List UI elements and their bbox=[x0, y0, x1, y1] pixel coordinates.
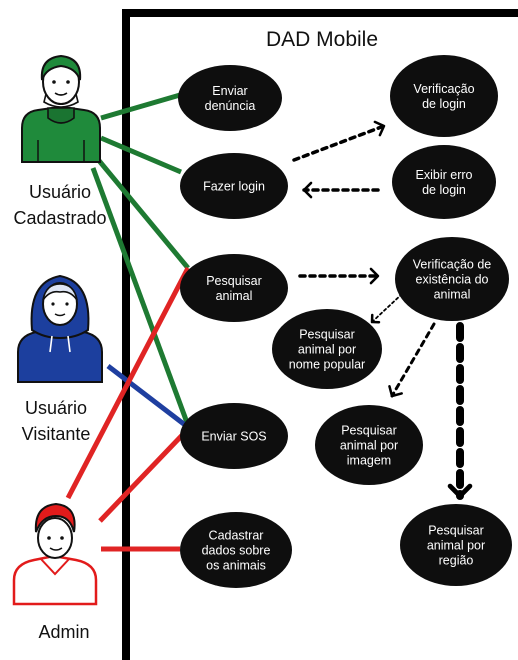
association-admin-enviar_sos bbox=[98, 426, 191, 523]
actor-label-cadastrado-line1: Usuário bbox=[29, 182, 91, 202]
system-title: DAD Mobile bbox=[266, 28, 378, 51]
use-case-enviar-sos: Enviar SOS bbox=[180, 403, 288, 469]
relation-verificacao_existencia-to-pesquisar_regiao bbox=[447, 322, 473, 500]
use-case-label: Fazer login bbox=[203, 180, 265, 194]
use-case-label: denúncia bbox=[205, 99, 256, 113]
use-case-label: animal por bbox=[427, 539, 485, 553]
actor-label-visitante-line2: Visitante bbox=[22, 424, 91, 444]
use-case-label: os animais bbox=[206, 559, 266, 573]
use-case-label: Exibir erro bbox=[416, 168, 473, 182]
use-case-label: Pesquisar bbox=[206, 274, 262, 288]
association-visitante-enviar_sos bbox=[106, 364, 191, 430]
relations bbox=[292, 120, 473, 500]
blue-hoodie-user-icon bbox=[17, 274, 103, 383]
use-case-label: de login bbox=[422, 183, 466, 197]
use-case-label: dados sobre bbox=[202, 544, 271, 558]
relation-fazer_login-to-verificacao_login bbox=[292, 120, 386, 162]
use-case-label: imagem bbox=[347, 454, 391, 468]
red-admin-user-icon bbox=[12, 502, 98, 606]
actor-label-visitante-line1: Usuário bbox=[25, 398, 87, 418]
use-case-label: Cadastrar bbox=[209, 529, 264, 543]
relation-exibir_erro-to-fazer_login bbox=[302, 181, 380, 199]
use-case-fazer-login: Fazer login bbox=[180, 153, 288, 219]
relation-pesquisar_animal-to-verificacao_existencia bbox=[298, 267, 380, 285]
use-case-label: existência do bbox=[416, 273, 489, 287]
use-case-label: nome popular bbox=[289, 358, 365, 372]
use-case-label: animal por bbox=[340, 439, 398, 453]
association-admin-pesquisar_animal bbox=[65, 266, 191, 500]
associations bbox=[65, 92, 192, 552]
use-case-label: Pesquisar bbox=[299, 328, 355, 342]
use-case-label: Verificação de bbox=[413, 258, 492, 272]
use-case-label: animal bbox=[216, 289, 253, 303]
actor-label-cadastrado-line2: Cadastrado bbox=[13, 208, 106, 228]
use-case-label: de login bbox=[422, 97, 466, 111]
use-case-label: Pesquisar bbox=[428, 524, 484, 538]
use-case-label: região bbox=[439, 554, 474, 568]
use-case-label: Verificação bbox=[413, 82, 474, 96]
use-case-label: Enviar SOS bbox=[201, 430, 266, 444]
association-cadastrado-fazer_login bbox=[100, 135, 182, 175]
relation-verificacao_existencia-to-pesquisar_imagem bbox=[388, 322, 436, 398]
use-case-label: animal por bbox=[298, 343, 356, 357]
use-case-label: Enviar bbox=[212, 84, 247, 98]
actor-label-admin: Admin bbox=[38, 622, 89, 642]
association-cadastrado-pesquisar_animal bbox=[94, 155, 190, 270]
use-case-label: animal bbox=[434, 288, 471, 302]
relation-verificacao_existencia-to-pesquisar_nome bbox=[370, 293, 403, 324]
green-user-icon bbox=[21, 54, 101, 163]
use-case-label: Pesquisar bbox=[341, 424, 397, 438]
association-cadastrado-enviar_sos bbox=[90, 167, 192, 429]
association-cadastrado-enviar_denuncia bbox=[100, 92, 181, 121]
